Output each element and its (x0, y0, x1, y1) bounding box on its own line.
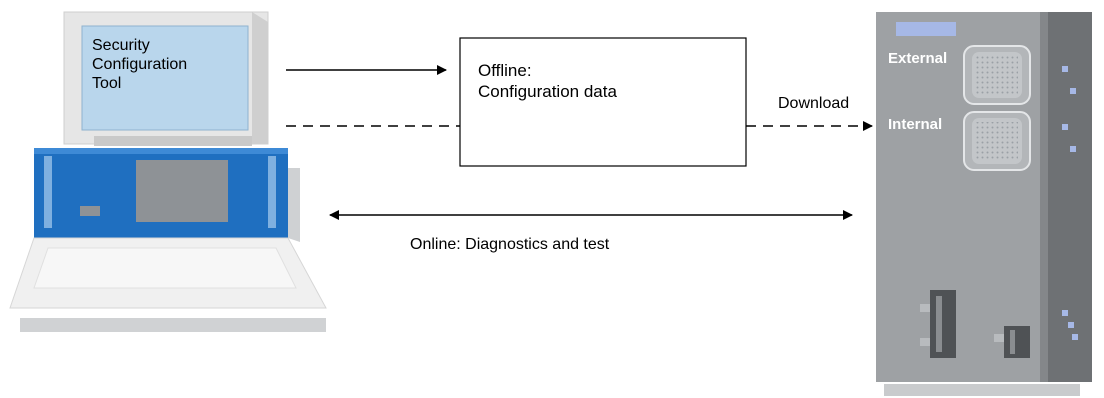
device-label-plate (896, 22, 956, 36)
security-device (876, 12, 1092, 396)
drive-panel (136, 160, 228, 222)
signal-connector (1004, 326, 1030, 358)
led-7 (1072, 334, 1078, 340)
screen-line-3: Tool (92, 75, 122, 92)
monitor-side (252, 12, 268, 144)
computer (9, 11, 327, 332)
led-6 (1068, 322, 1074, 328)
config-box-line-2: Configuration data (478, 82, 617, 101)
screen-line-1: Security (92, 37, 150, 54)
power-connector (930, 290, 956, 358)
config-data-box (459, 37, 747, 167)
unit-slot-left (44, 156, 52, 228)
device-side (1048, 12, 1092, 382)
monitor-screen (81, 25, 249, 131)
computer-base (20, 318, 326, 332)
download-label: Download (778, 95, 850, 112)
led-5 (1062, 310, 1068, 316)
external-label: External (888, 50, 948, 67)
config-box-text: Offline: Configuration data (478, 60, 617, 102)
config-box-line-1: Offline: (478, 61, 532, 80)
led-2 (1070, 88, 1076, 94)
screen-line-2: Configuration (92, 56, 188, 73)
unit-slot-right (268, 156, 276, 228)
online-label: Online: Diagnostics and test (410, 236, 610, 253)
screen-text: Security Configuration Tool (92, 36, 232, 93)
led-3 (1062, 124, 1068, 130)
monitor-stand (94, 136, 252, 146)
led-4 (1070, 146, 1076, 152)
led-1 (1062, 66, 1068, 72)
drive-button (80, 206, 100, 216)
internal-label: Internal (888, 116, 943, 133)
